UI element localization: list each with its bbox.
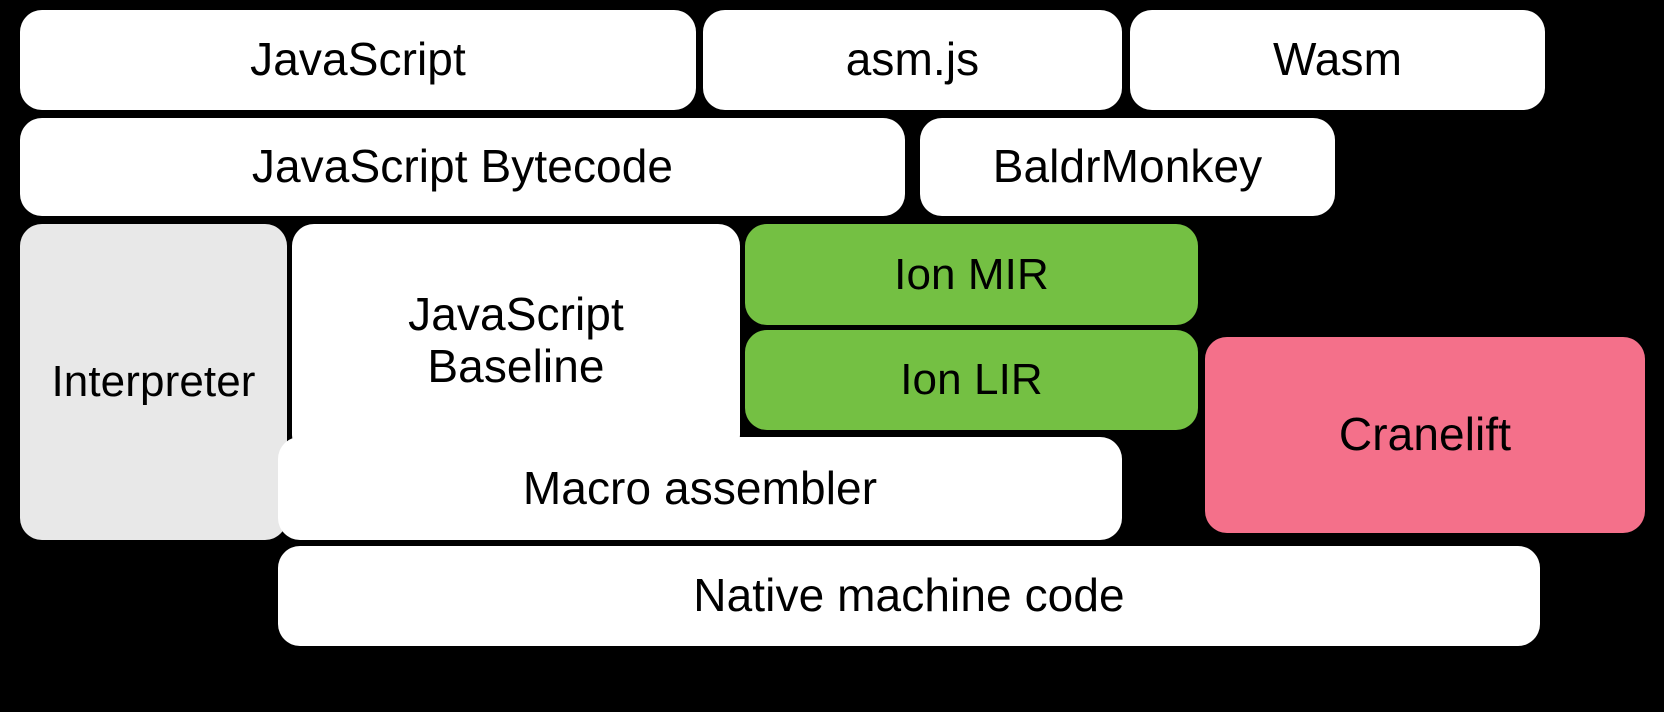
node-label: Wasm <box>1272 33 1402 86</box>
node-macro-assembler[interactable]: Macro assembler <box>278 437 1122 540</box>
node-ion-mir[interactable]: Ion MIR <box>745 224 1198 325</box>
node-label: JavaScript Baseline <box>408 287 624 392</box>
node-label: JavaScript <box>250 33 466 86</box>
node-cranelift[interactable]: Cranelift <box>1205 337 1645 533</box>
node-asm-js[interactable]: asm.js <box>703 10 1122 110</box>
node-label: Macro assembler <box>522 461 878 514</box>
node-wasm[interactable]: Wasm <box>1130 10 1545 110</box>
node-label: Interpreter <box>51 357 256 407</box>
node-ion-lir[interactable]: Ion LIR <box>745 330 1198 430</box>
node-javascript-bytecode[interactable]: JavaScript Bytecode <box>20 118 905 216</box>
node-native-machine-code[interactable]: Native machine code <box>278 546 1540 646</box>
node-label: Cranelift <box>1338 408 1512 461</box>
node-label: BaldrMonkey <box>992 140 1263 193</box>
node-interpreter[interactable]: Interpreter <box>20 224 287 540</box>
node-javascript[interactable]: JavaScript <box>20 10 696 110</box>
node-label: Ion LIR <box>900 355 1043 405</box>
node-baldrmonkey[interactable]: BaldrMonkey <box>920 118 1335 216</box>
node-label: asm.js <box>845 33 980 86</box>
node-label: Ion MIR <box>894 249 1049 299</box>
node-label: JavaScript Bytecode <box>251 140 674 193</box>
node-label: Native machine code <box>693 569 1125 622</box>
node-javascript-baseline[interactable]: JavaScript Baseline <box>292 224 740 457</box>
